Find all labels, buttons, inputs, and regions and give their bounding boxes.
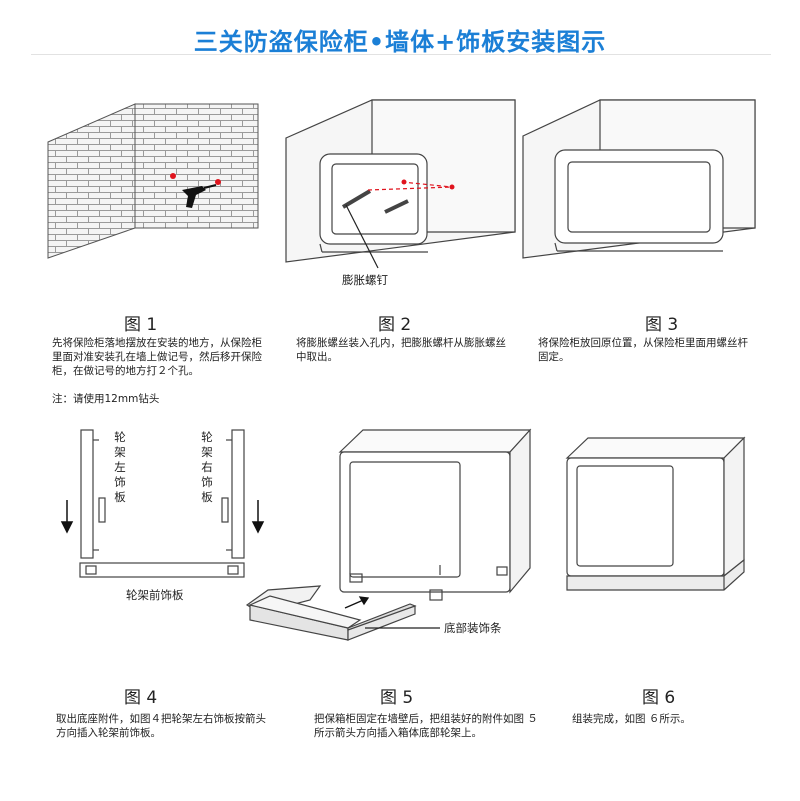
arrow-down-icon [60,500,74,534]
right-side-plate [231,429,245,559]
figure-1-label: 图 1 [124,315,158,335]
arrow-down-icon [251,500,265,534]
figure-2-label: 图 2 [378,315,412,335]
safe-body [319,153,428,245]
figure-5-label: 图 5 [380,688,414,708]
anchor-bolt [341,189,372,209]
figure-1-note: 注：请使用12mm钻头 [52,393,160,405]
expansion-bolt-label: 膨胀螺钉 [342,273,388,287]
figure-2-illustration [285,99,516,269]
left-plate-label: 轮架左饰板 [114,430,126,504]
pointer-line [345,204,379,269]
front-plate [79,562,245,578]
figure-3-label: 图 3 [645,315,679,335]
figure-1-illustration [47,103,259,259]
figure-3-caption: 将保险柜放回原位置，从保险柜里面用螺丝杆固定。 [538,337,748,363]
figure-6-illustration [565,436,746,591]
figure-2-caption: 将膨胀螺丝装入孔内，把膨胀螺杆从膨胀螺丝中取出。 [296,337,506,363]
figure-5-caption: 把保箱柜固定在墙壁后，把组装好的附件如图 ５所示箭头方向插入箱体底部轮架上。 [314,713,538,739]
figure-4-caption: 取出底座附件，如图４把轮架左右饰板按箭头方向插入轮架前饰板。 [56,713,266,739]
page-title: 三关防盗保险柜•墙体+饰板安装图示 [193,28,607,56]
figure-5-illustration [245,428,532,641]
figure-3-illustration [522,99,756,259]
safe-body [554,149,724,244]
figure-6-label: 图 6 [642,688,676,708]
figure-1-caption: 先将保险柜落地摆放在安装的地方，从保险柜里面对准安装孔在墙上做记号，然后移开保险… [52,337,262,377]
figure-4-label: 图 4 [124,688,158,708]
bottom-trim-label: 底部装饰条 [444,621,502,635]
drill-icon [182,184,217,208]
figure-4-illustration [60,429,265,578]
bottom-trim [245,585,417,641]
brick-wall-left [47,103,136,259]
drill-mark [170,173,176,179]
left-side-plate [80,429,94,559]
figure-6-caption: 组装完成，如图 ６所示。 [572,713,691,725]
front-plate-label: 轮架前饰板 [126,588,184,602]
right-plate-label: 轮架右饰板 [201,430,213,504]
brick-wall-back [134,103,259,229]
safe-body [566,457,725,577]
drill-mark [215,179,221,185]
safe-body [339,451,511,593]
arrow-icon [344,596,370,609]
anchor-bolt [384,199,409,214]
